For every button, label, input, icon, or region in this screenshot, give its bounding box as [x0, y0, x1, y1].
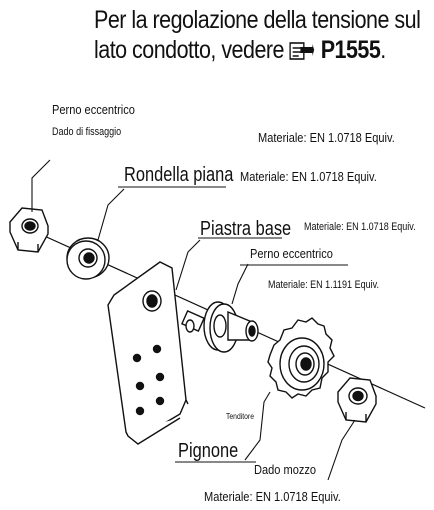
catalog-page-icon[interactable]: [289, 39, 315, 68]
leader-lines: [31, 159, 356, 481]
catalog-link[interactable]: P1555: [320, 36, 381, 64]
label-hub-nut: Dado mozzo: [254, 462, 317, 477]
header-line-2-text: lato condotto, vedere: [94, 36, 290, 64]
lock-nut-part: [9, 207, 49, 253]
label-material-pin: Materiale: EN 1.1191 Equiv.: [268, 279, 379, 291]
label-material-plate: Materiale: EN 1.0718 Equiv.: [304, 221, 416, 233]
header-line-2: lato condotto, vedere P1555.: [94, 36, 386, 68]
eccentric-pin-part: [181, 301, 259, 353]
label-base-plate: Piastra base: [200, 218, 292, 240]
base-plate-part: [107, 261, 189, 445]
label-eccentric-pin: Perno eccentrico: [250, 246, 333, 261]
flat-washer-part: [66, 237, 110, 280]
label-flat-washer: Rondella piana: [124, 164, 234, 186]
label-eccentric-pin-top: Perno eccentrico: [52, 102, 135, 117]
label-lock-nut: Dado di fissaggio: [52, 126, 122, 138]
label-material-top: Materiale: EN 1.0718 Equiv.: [258, 130, 395, 145]
header-line-2-end: .: [380, 36, 386, 64]
label-sprocket: Pignone: [178, 440, 239, 462]
label-material-bottom: Materiale: EN 1.0718 Equiv.: [204, 489, 341, 504]
hub-nut-part: [337, 377, 377, 423]
label-material-washer: Materiale: EN 1.0718 Equiv.: [240, 169, 377, 184]
header-line-1: Per la regolazione della tensione sul: [94, 6, 421, 34]
sprocket-part: [267, 317, 335, 399]
label-tensioner: Tenditore: [226, 412, 254, 421]
